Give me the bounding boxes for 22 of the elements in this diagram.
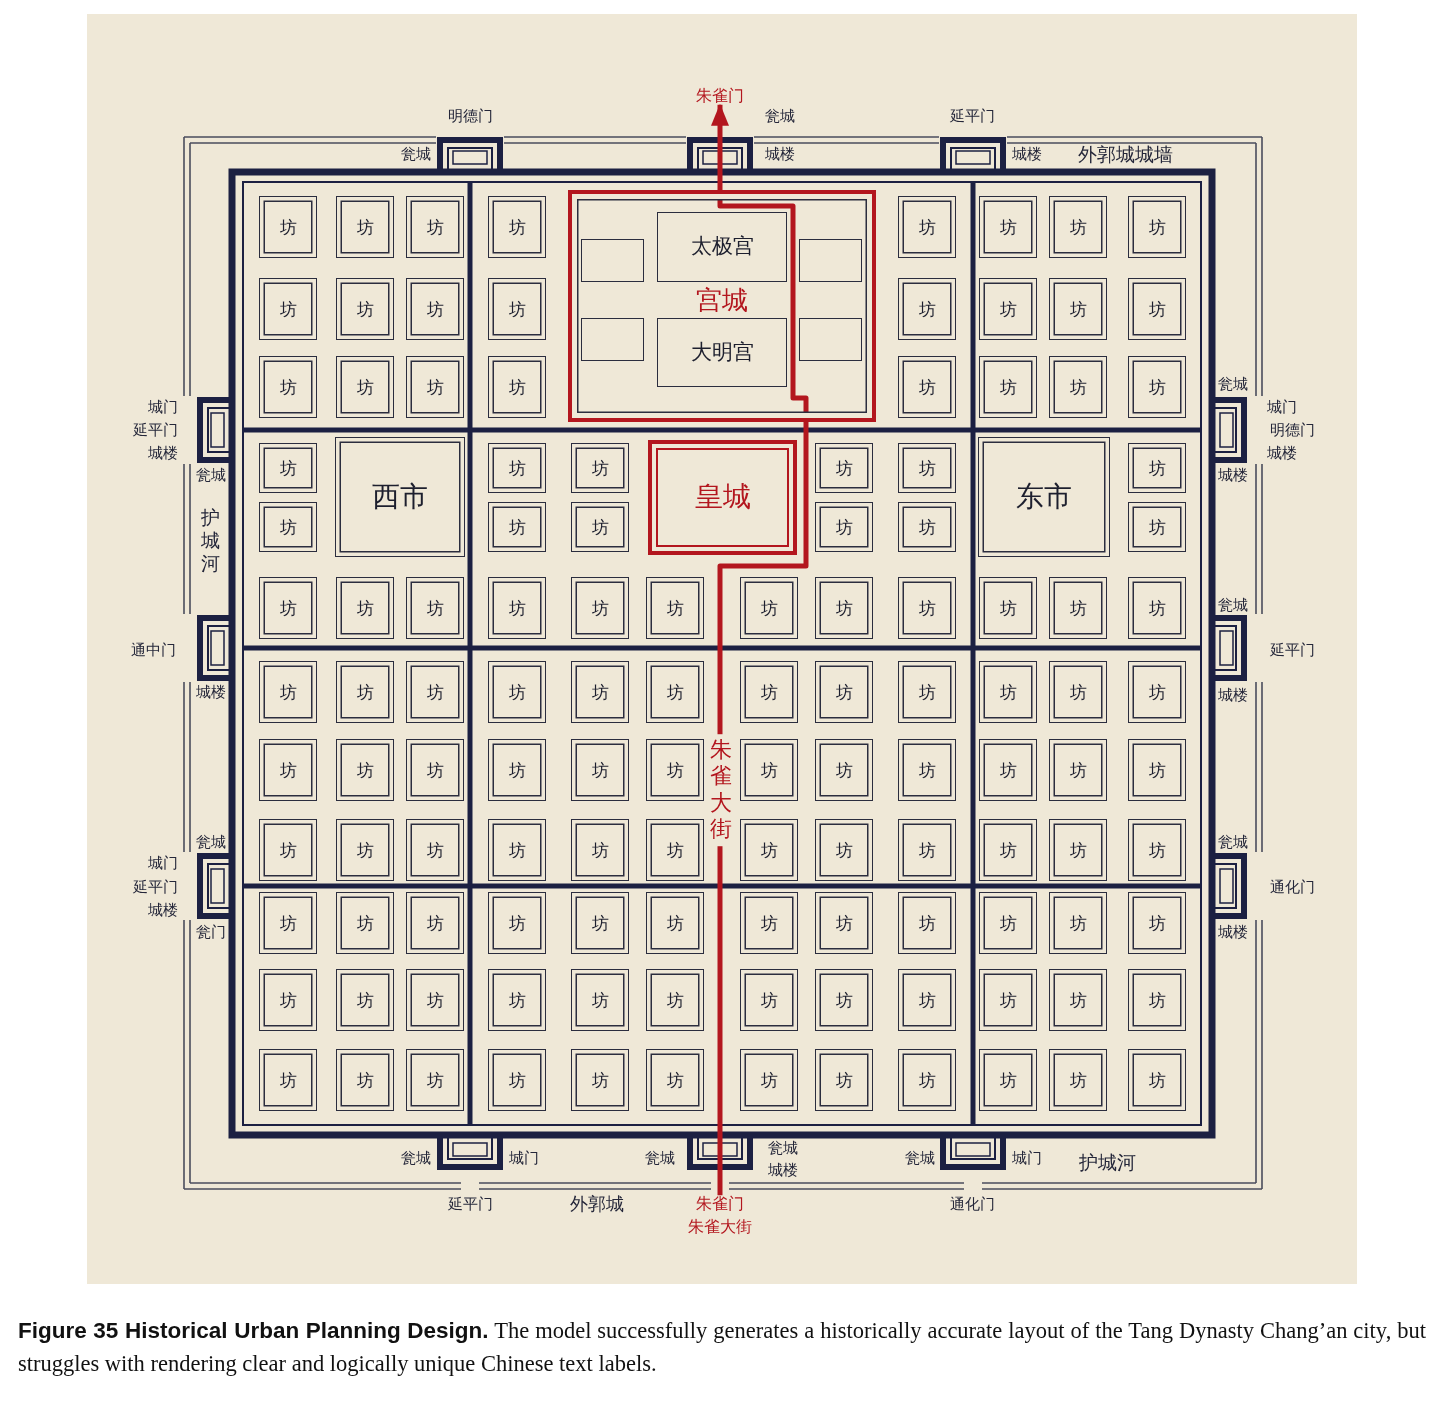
gate-label: 通中门 <box>130 641 176 659</box>
tower-label: 城楼 <box>1267 444 1297 462</box>
street-label: 朱雀大街 <box>688 1218 752 1236</box>
gate-label: 城门 <box>1267 398 1297 416</box>
gate-label: 通化门 <box>1269 878 1315 896</box>
figure-caption: Figure 35 Historical Urban Planning Design. The model successfully generates a historically accurate layout of the Tang Dynasty Chang’an city, but struggles with rendering clear and logically unique Chinese text labels. <box>18 1317 1426 1378</box>
gate-label: 明德门 <box>1269 421 1315 439</box>
tower-label: 城楼 <box>148 901 178 919</box>
gate-label: 通化门 <box>949 1195 995 1213</box>
gate-label: 延平门 <box>132 878 178 896</box>
gate-label: 延平门 <box>447 1195 493 1213</box>
avenue-gate-label: 朱雀门 <box>696 1195 744 1213</box>
wall-label: 外郭城 <box>570 1194 624 1214</box>
gate-label: 明德门 <box>447 107 493 125</box>
avenue-gate-label: 朱雀门 <box>696 87 744 105</box>
gate-label: 城门 <box>148 398 178 416</box>
gate-label: 延平门 <box>1269 641 1315 659</box>
gate-label: 城门 <box>148 854 178 872</box>
gate-label: 延平门 <box>949 107 995 125</box>
gate-label: 延平门 <box>132 421 178 439</box>
tower-label: 城楼 <box>148 444 178 462</box>
barbican-label: 瓮城 <box>765 107 795 125</box>
